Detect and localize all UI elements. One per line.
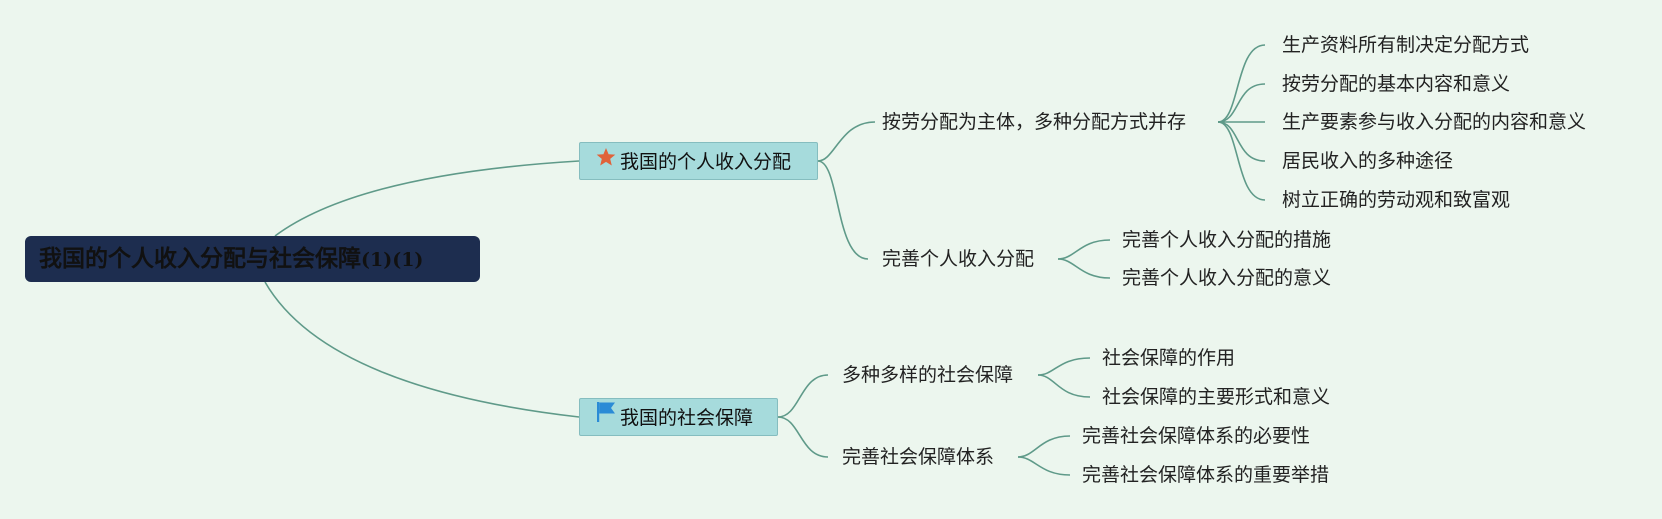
root-suffix: (1)(1)	[361, 249, 424, 271]
leaf-topic[interactable]: 按劳分配的基本内容和意义	[1282, 73, 1511, 95]
connector-sub-1-child-2	[1217, 83, 1266, 123]
leaf-topic[interactable]: 居民收入的多种途径	[1282, 150, 1454, 172]
connector-sub-1-child-5	[1217, 121, 1266, 201]
connector-sub-2-child-2	[1057, 258, 1111, 279]
leaf-topic[interactable]: 完善个人收入分配的意义	[1122, 267, 1332, 289]
connector-root-main-2	[264, 281, 580, 418]
root-topic[interactable]: 我国的个人收入分配与社会保障(1)(1)	[25, 236, 480, 282]
root-title: 我国的个人收入分配与社会保障	[39, 245, 361, 272]
connector-sub-2-child-1	[1057, 239, 1111, 260]
main-topic-income-distribution[interactable]: 我国的个人收入分配	[579, 142, 818, 180]
subtopic-various-social-security[interactable]: 多种多样的社会保障	[842, 364, 1014, 386]
subtopic-improve-social-security-system[interactable]: 完善社会保障体系	[842, 446, 995, 468]
connector-sub-3-child-1	[1037, 357, 1091, 376]
connector-sub-1-child-4	[1217, 121, 1266, 162]
subtopic-improve-income-distribution[interactable]: 完善个人收入分配	[882, 248, 1035, 270]
leaf-topic[interactable]: 完善个人收入分配的措施	[1122, 229, 1332, 251]
connector-sub-4-child-1	[1017, 435, 1071, 458]
connector-root-main-1	[274, 160, 580, 237]
connector-main-1-sub-2	[817, 160, 869, 260]
leaf-topic[interactable]: 树立正确的劳动观和致富观	[1282, 189, 1511, 211]
subtopic-distribution-system[interactable]: 按劳分配为主体，多种分配方式并存	[882, 111, 1187, 133]
flag-icon	[596, 398, 616, 436]
connector-main-1-sub-1	[817, 121, 876, 162]
main-topic-label: 我国的社会保障	[620, 407, 754, 429]
star-icon	[596, 142, 616, 180]
leaf-topic[interactable]: 社会保障的作用	[1102, 347, 1236, 369]
connector-sub-3-child-2	[1037, 374, 1091, 398]
main-topic-social-security[interactable]: 我国的社会保障	[579, 398, 778, 436]
leaf-topic[interactable]: 生产要素参与收入分配的内容和意义	[1282, 111, 1587, 133]
leaf-topic[interactable]: 社会保障的主要形式和意义	[1102, 386, 1331, 408]
main-topic-label: 我国的个人收入分配	[620, 151, 792, 173]
connector-main-2-sub-1	[777, 374, 829, 418]
connector-sub-1-child-1	[1217, 44, 1266, 123]
connector-main-2-sub-2	[777, 416, 829, 458]
leaf-topic[interactable]: 生产资料所有制决定分配方式	[1282, 34, 1530, 56]
leaf-topic[interactable]: 完善社会保障体系的重要举措	[1082, 464, 1330, 486]
leaf-topic[interactable]: 完善社会保障体系的必要性	[1082, 425, 1311, 447]
connector-sub-4-child-2	[1017, 456, 1071, 476]
